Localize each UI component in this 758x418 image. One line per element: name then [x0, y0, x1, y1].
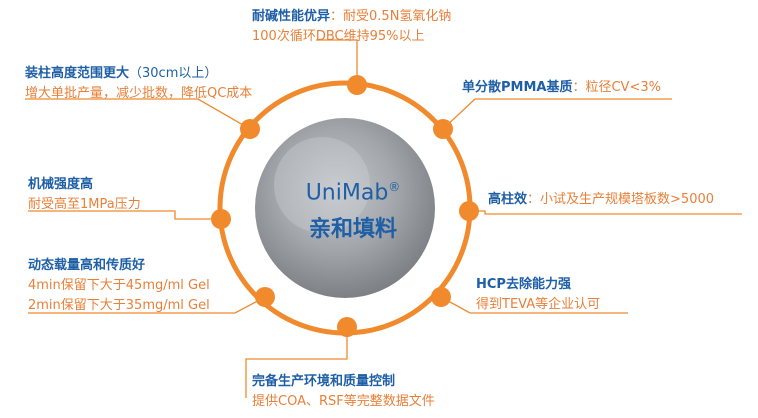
- feature-desc: 得到TEVA等企业认可: [476, 297, 601, 312]
- feature-title: 动态载量高和传质好: [28, 258, 146, 273]
- node-upper-right: [433, 119, 453, 139]
- feature-desc: 2min保留下大于35mg/ml Gel: [28, 298, 210, 313]
- node-top: [347, 75, 367, 95]
- connector-upper-left: [25, 98, 251, 130]
- feature-title: 高柱效: [488, 192, 528, 207]
- feature-desc: 耐受高至1MPa压力: [28, 197, 141, 212]
- feature-title: 装柱高度范围更大: [25, 66, 130, 81]
- node-lower-left: [255, 287, 275, 307]
- feature-separator: ：: [572, 80, 586, 95]
- connector-upper-right: [442, 98, 672, 130]
- registered-mark: ®: [388, 180, 401, 194]
- connector-lower-right: [440, 296, 628, 314]
- feature-title: 耐碱性能优异: [252, 9, 331, 24]
- feature-title: 单分散PMMA基质: [462, 80, 573, 95]
- ring-nodes: [211, 75, 479, 337]
- feature-mid-left: 机械强度高 耐受高至1MPa压力: [28, 175, 141, 215]
- node-mid-left: [211, 209, 231, 229]
- connector-top: [316, 39, 358, 85]
- bead-sphere: [255, 118, 435, 298]
- feature-desc: 4min保留下大于45mg/ml Gel: [28, 278, 210, 293]
- feature-note: （30cm以上）: [129, 66, 218, 81]
- feature-title: 完备生产环境和质量控制: [252, 374, 396, 389]
- feature-lower-right: HCP去除能力强 得到TEVA等企业认可: [476, 275, 600, 315]
- feature-desc: 100次循环DBC维持95%以上: [252, 29, 425, 44]
- feature-desc: 耐受0.5N氢氧化钠: [343, 9, 452, 24]
- center-product-subtitle: 亲和填料: [308, 217, 397, 242]
- node-upper-left: [240, 119, 260, 139]
- node-bottom: [337, 317, 357, 337]
- node-mid-right: [459, 201, 479, 221]
- feature-desc: 粒径CV<3%: [585, 80, 661, 95]
- feature-title: 机械强度高: [28, 177, 94, 192]
- feature-top: 耐碱性能优异：耐受0.5N氢氧化钠 100次循环DBC维持95%以上: [252, 7, 451, 47]
- connector-lower-left: [28, 296, 266, 314]
- feature-separator: ：: [527, 192, 541, 207]
- connector-mid-right: [471, 210, 742, 215]
- feature-desc: 增大单批产量，减少批数，降低QC成本: [25, 86, 253, 101]
- connector-bottom: [245, 327, 348, 398]
- feature-separator: ：: [330, 9, 344, 24]
- bead-highlight: [274, 137, 370, 233]
- node-lower-right: [431, 287, 451, 307]
- feature-lower-left: 动态载量高和传质好 4min保留下大于45mg/ml Gel 2min保留下大于…: [28, 256, 210, 316]
- feature-desc: 提供COA、RSF等完整数据文件: [252, 394, 435, 409]
- feature-upper-left: 装柱高度范围更大（30cm以上） 增大单批产量，减少批数，降低QC成本: [25, 64, 252, 104]
- connector-mid-left: [28, 210, 219, 220]
- feature-bottom: 完备生产环境和质量控制 提供COA、RSF等完整数据文件: [252, 372, 435, 412]
- feature-mid-right: 高柱效：小试及生产规模塔板数>5000: [488, 190, 714, 210]
- center-product-name: UniMab®: [305, 180, 401, 206]
- feature-desc: 小试及生产规模塔板数>5000: [540, 192, 715, 207]
- feature-title: HCP去除能力强: [476, 277, 571, 292]
- feature-upper-right: 单分散PMMA基质：粒径CV<3%: [462, 78, 661, 98]
